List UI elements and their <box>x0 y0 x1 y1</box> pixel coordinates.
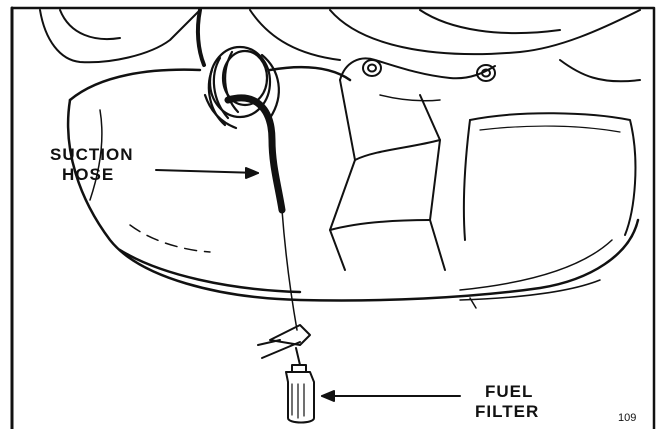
suction-hose-label: SUCTION HOSE <box>50 145 134 185</box>
suction-hose-arrow <box>155 167 259 179</box>
fuel-filter-label-line1: FUEL <box>485 382 534 401</box>
fuel-tank-outline <box>66 66 640 309</box>
mounting-bracket <box>329 57 496 271</box>
filler-neck <box>203 45 280 130</box>
fuel-filter-label-line2: FILTER <box>475 402 540 421</box>
engine-housing <box>39 9 641 83</box>
figure-number: 109 <box>618 412 637 424</box>
suction-hose <box>195 8 298 331</box>
suction-hose-label-line1: SUCTION <box>50 145 134 164</box>
fuel-filter-assembly <box>257 324 315 424</box>
suction-hose-label-line2: HOSE <box>62 165 115 184</box>
fuel-filter-label: FUEL FILTER <box>475 382 539 422</box>
tank-side-panel <box>462 112 637 241</box>
fuel-filter-arrow <box>321 390 461 402</box>
figure-frame <box>10 6 656 431</box>
